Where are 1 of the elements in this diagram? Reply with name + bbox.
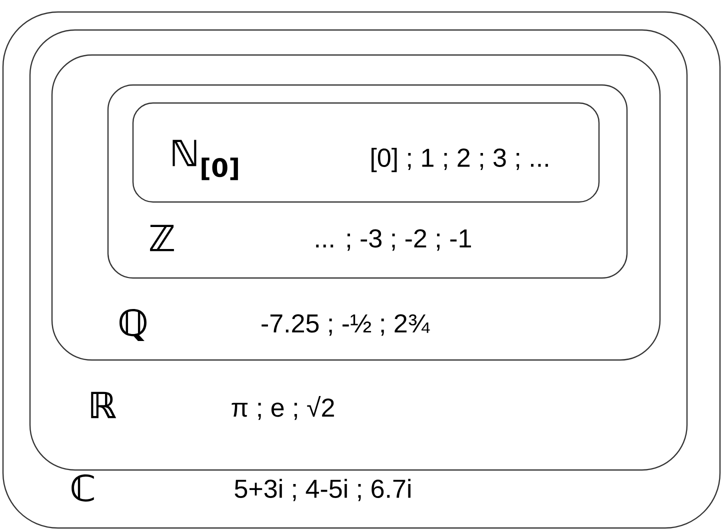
- set-box: ℕ$_{[0]}$ [0] ; 1 ; 2 ; 3 ; ...: [132, 102, 600, 203]
